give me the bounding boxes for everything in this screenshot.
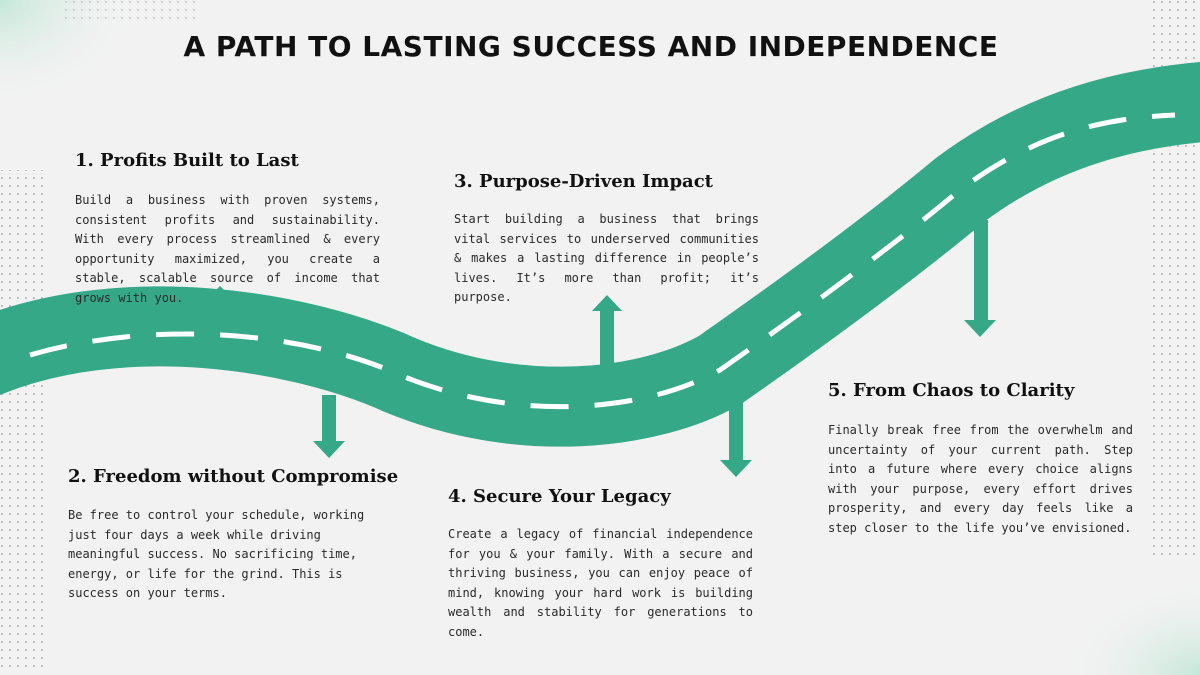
arrow-step-4-down-arrow <box>720 390 752 477</box>
page-title: A PATH TO LASTING SUCCESS AND INDEPENDEN… <box>183 30 999 63</box>
arrow-step-5-down-arrow <box>964 220 996 337</box>
step-2-title: 2. Freedom without Compromise <box>68 466 399 487</box>
dot-pattern-left <box>0 170 45 670</box>
step-4-title: 4. Secure Your Legacy <box>448 486 671 507</box>
road <box>0 62 1200 447</box>
step-1-body: Build a business with proven systems, co… <box>75 193 380 305</box>
corner-glow-bottom-right <box>1060 575 1200 675</box>
step-1-title: 1. Profits Built to Last <box>75 150 299 171</box>
arrow-step-2-down-arrow <box>313 395 345 458</box>
arrow-step-3-up-arrow <box>592 295 622 388</box>
step-5-body: Finally break free from the overwhelm an… <box>828 423 1133 535</box>
step-3-body: Start building a business that brings vi… <box>454 212 759 304</box>
arrow-step-1-up-arrow <box>204 286 236 322</box>
step-5-title: 5. From Chaos to Clarity <box>828 380 1075 401</box>
dot-pattern-top <box>60 0 200 20</box>
step-4-body: Create a legacy of financial independenc… <box>448 527 753 639</box>
step-3-title: 3. Purpose-Driven Impact <box>454 171 713 192</box>
step-2-body: Be free to control your schedule, workin… <box>68 508 365 600</box>
